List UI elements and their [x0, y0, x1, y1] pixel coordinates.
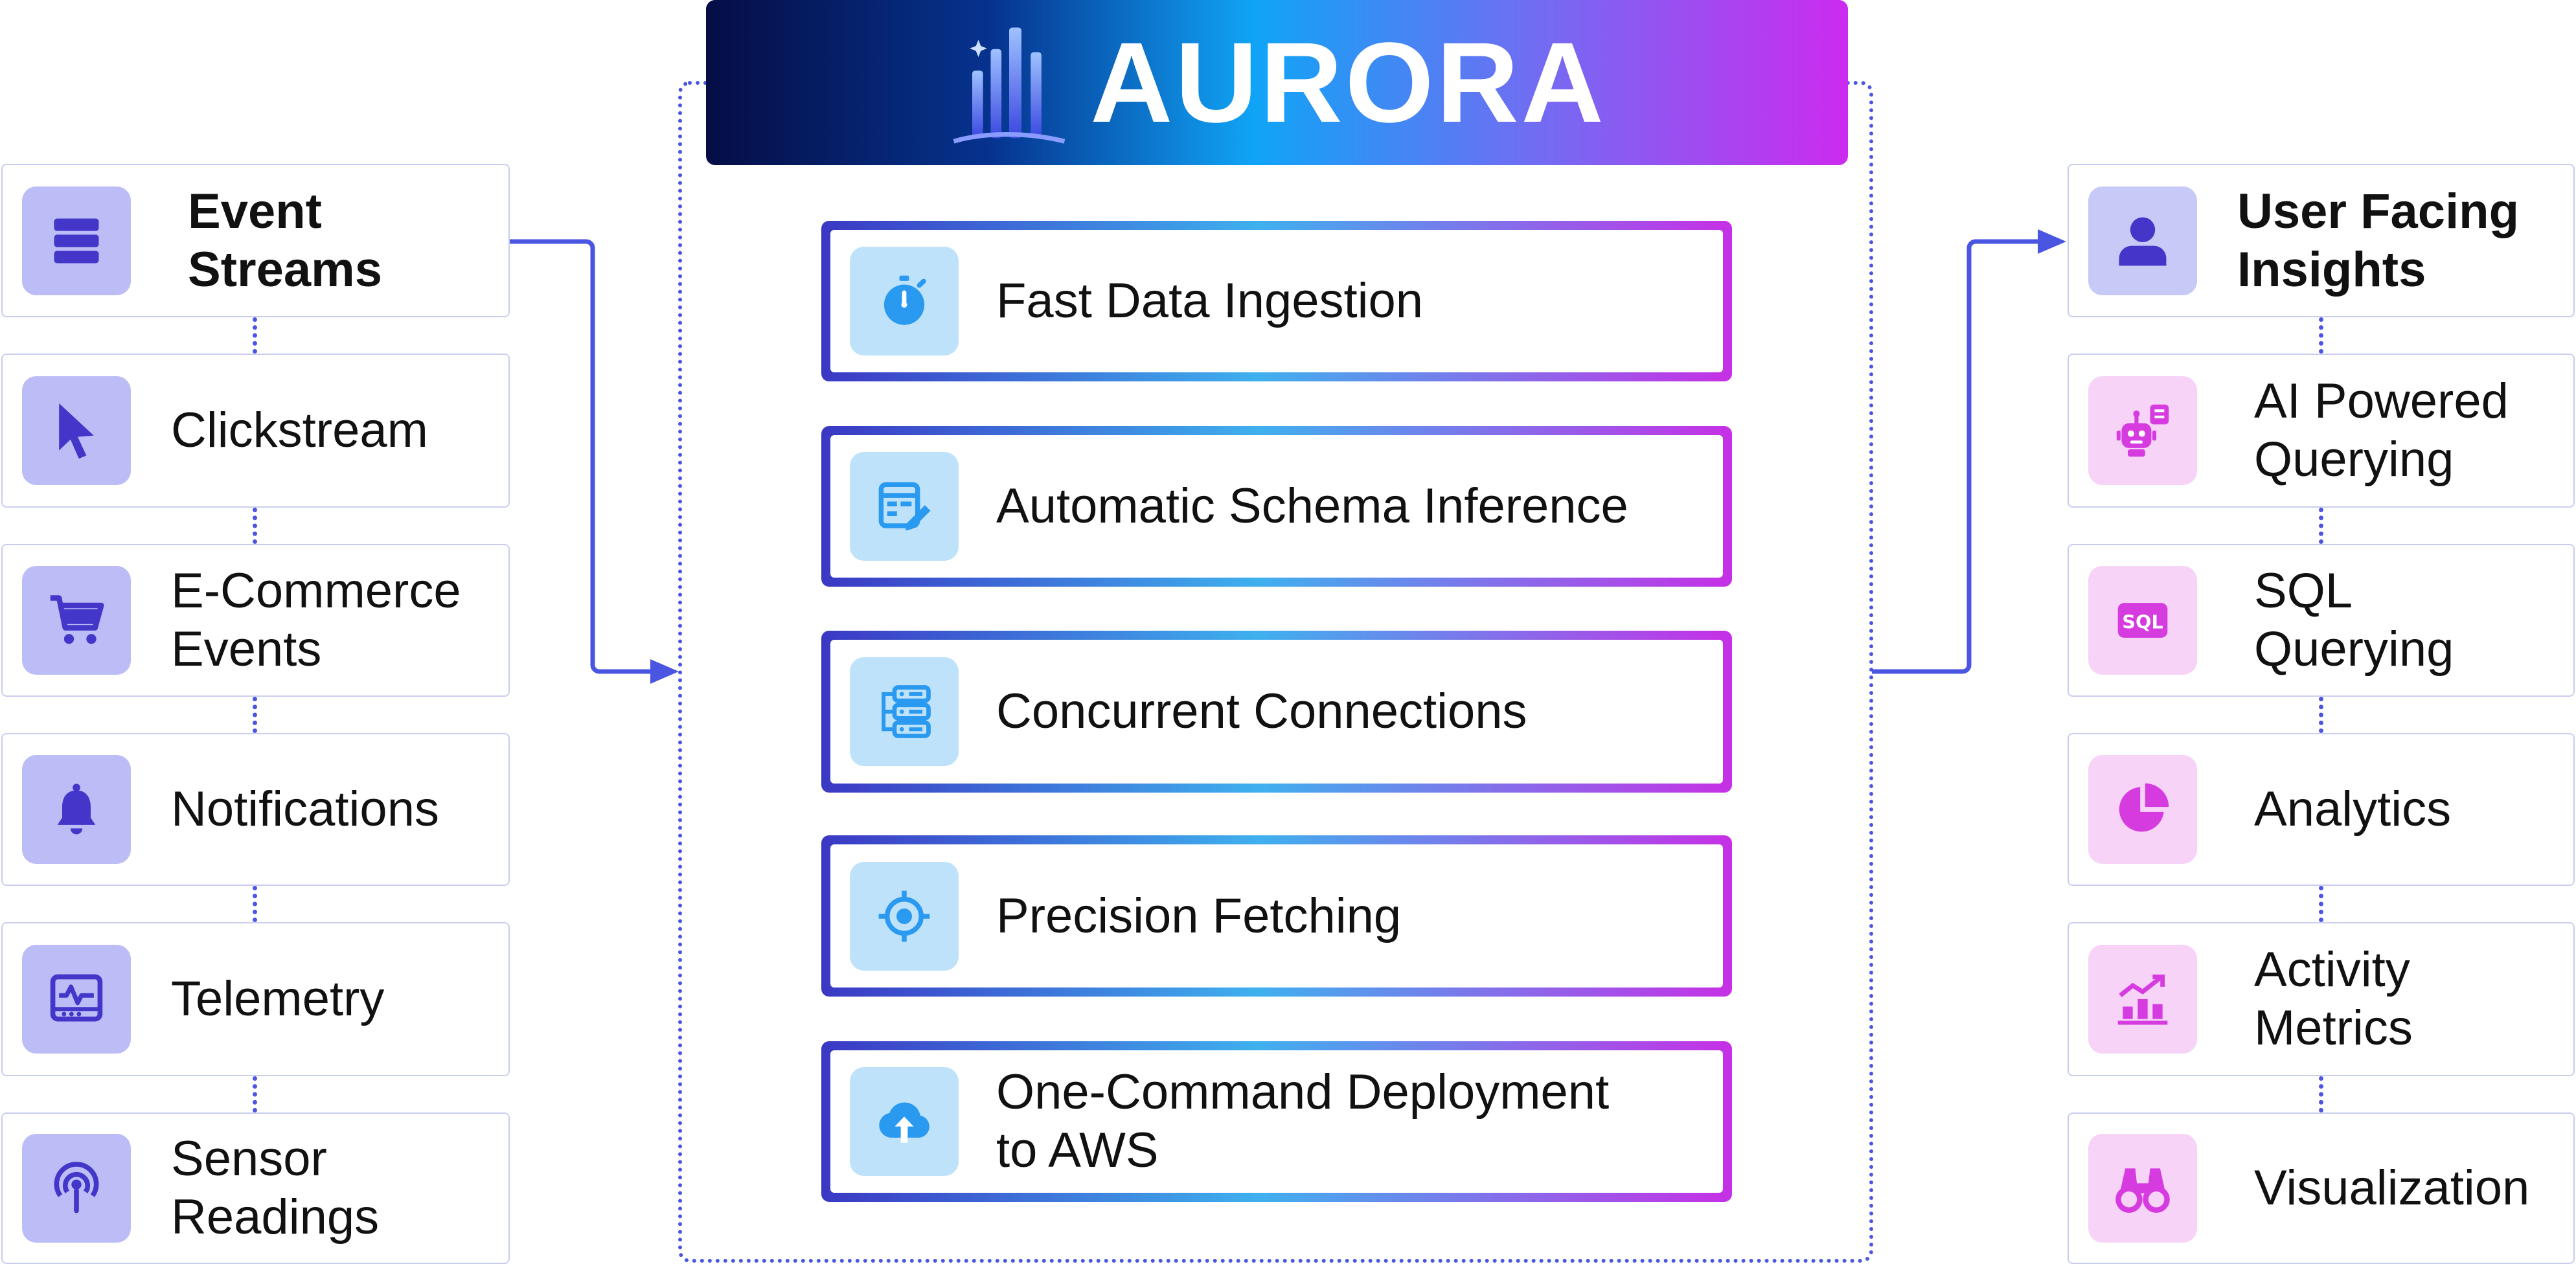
- output-label: Visualization: [2254, 1160, 2530, 1215]
- aurora-logo-icon: [953, 27, 1066, 144]
- output-connector: [2319, 1076, 2323, 1112]
- svg-text:SQL: SQL: [2122, 611, 2163, 633]
- source-label: Notifications: [171, 782, 439, 837]
- arrow-head-left: [650, 659, 679, 684]
- output-item-activity-metrics: Activity Metrics: [2068, 922, 2575, 1076]
- output-label: Analytics: [2254, 782, 2452, 837]
- output-item-analytics: Analytics: [2068, 733, 2575, 886]
- event-streams-title: Event Streams: [188, 183, 382, 297]
- bell-icon: [22, 755, 131, 864]
- source-connector: [253, 317, 257, 354]
- output-label: Activity Metrics: [2254, 942, 2413, 1055]
- output-connector: [2319, 697, 2323, 733]
- user-icon: [2088, 186, 2197, 295]
- arrow-aurora-to-insights: [1872, 239, 2040, 674]
- source-label: E-Commerce Events: [171, 563, 461, 677]
- aurora-banner: AURORA: [706, 0, 1848, 165]
- source-connector: [253, 886, 257, 922]
- output-label: AI Powered Querying: [2254, 374, 2509, 487]
- feature-label: Fast Data Ingestion: [996, 273, 1424, 328]
- output-item-visualization: Visualization: [2068, 1112, 2575, 1264]
- feature-label: One-Command Deployment to AWS: [996, 1065, 1610, 1178]
- source-label: Sensor Readings: [171, 1131, 380, 1245]
- user-facing-insights-title: User Facing Insights: [2237, 183, 2520, 297]
- pie-chart-icon: [2088, 755, 2197, 864]
- feature-automatic-schema-inference: Automatic Schema Inference: [821, 426, 1732, 587]
- monitor-pulse-icon: [22, 945, 131, 1054]
- robot-icon: [2088, 376, 2197, 485]
- event-streams-header: Event Streams: [1, 164, 510, 317]
- stopwatch-icon: [850, 247, 959, 356]
- server-stack-icon: [850, 657, 959, 766]
- schema-edit-icon: [850, 452, 959, 561]
- output-connector: [2319, 886, 2323, 922]
- output-label: SQL Querying: [2254, 563, 2454, 677]
- feature-label: Precision Fetching: [996, 888, 1402, 943]
- source-connector: [253, 508, 257, 544]
- source-item-telemetry: Telemetry: [1, 922, 510, 1076]
- output-item-sql-querying: SQL SQL Querying: [2068, 544, 2575, 697]
- source-item-notifications: Notifications: [1, 733, 510, 886]
- source-label: Clickstream: [171, 403, 428, 458]
- output-connector: [2319, 317, 2323, 354]
- output-connector: [2319, 508, 2323, 544]
- source-item-sensor-readings: Sensor Readings: [1, 1112, 510, 1264]
- source-label: Telemetry: [171, 971, 385, 1026]
- binoculars-icon: [2088, 1134, 2197, 1243]
- crosshair-icon: [850, 861, 959, 971]
- radio-signal-icon: [22, 1134, 131, 1243]
- bar-trend-icon: [2088, 945, 2197, 1054]
- feature-one-command-deployment: One-Command Deployment to AWS: [821, 1041, 1732, 1202]
- sql-icon: SQL: [2088, 566, 2197, 675]
- user-facing-insights-header: User Facing Insights: [2068, 164, 2575, 317]
- cursor-icon: [22, 376, 131, 485]
- shopping-cart-icon: [22, 566, 131, 675]
- feature-label: Automatic Schema Inference: [996, 479, 1628, 534]
- feature-precision-fetching: Precision Fetching: [821, 835, 1732, 997]
- output-item-ai-powered-querying: AI Powered Querying: [2068, 354, 2575, 508]
- source-connector: [253, 697, 257, 733]
- feature-fast-data-ingestion: Fast Data Ingestion: [821, 221, 1732, 381]
- source-item-clickstream: Clickstream: [1, 354, 510, 508]
- arrow-head-right: [2038, 229, 2066, 254]
- feature-label: Concurrent Connections: [996, 684, 1527, 739]
- feature-concurrent-connections: Concurrent Connections: [821, 631, 1732, 793]
- arrow-sources-to-aurora: [508, 239, 654, 674]
- source-connector: [253, 1076, 257, 1112]
- aurora-title: AURORA: [1090, 19, 1606, 146]
- cloud-upload-icon: [850, 1067, 959, 1176]
- list-stack-icon: [22, 186, 131, 295]
- source-item-ecommerce-events: E-Commerce Events: [1, 544, 510, 697]
